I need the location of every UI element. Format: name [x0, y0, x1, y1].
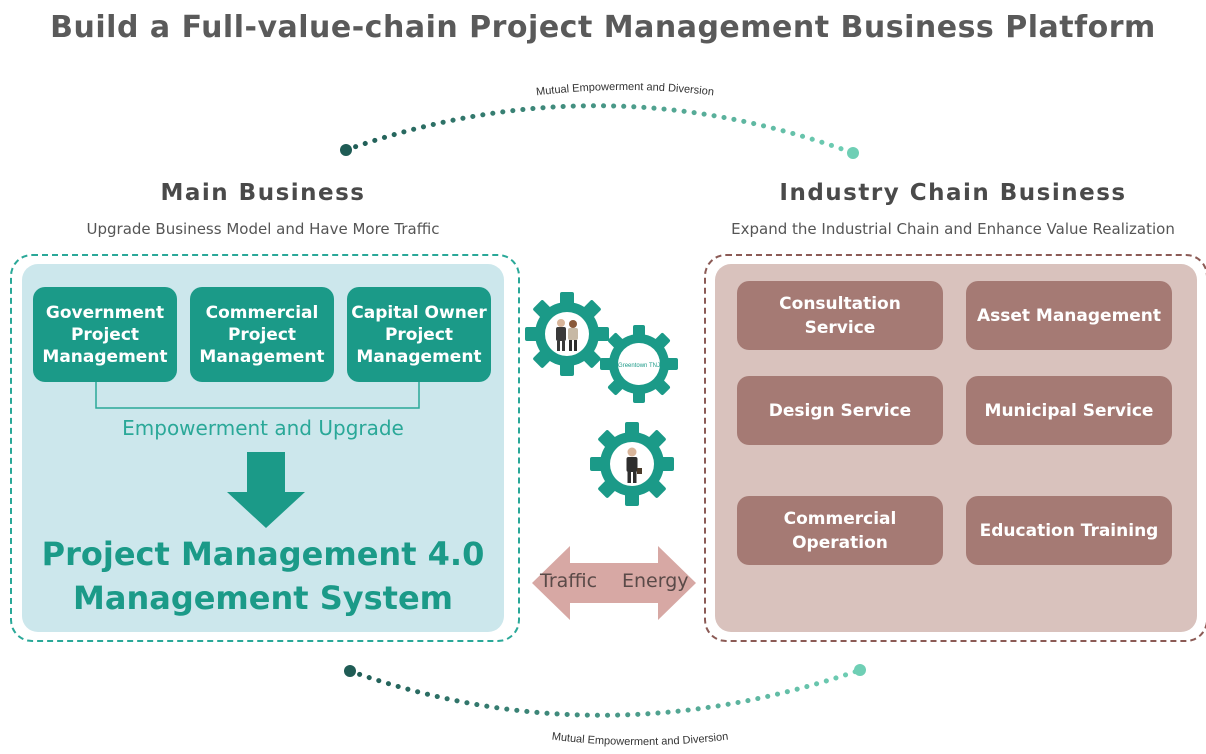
- bottom-arc-label: Mutual Empowerment and Diversion: [551, 731, 729, 748]
- industry-chain-subtitle: Expand the Industrial Chain and Enhance …: [731, 220, 1175, 238]
- education-training-box: Education Training: [966, 496, 1172, 565]
- municipal-service-box: Municipal Service: [966, 376, 1172, 445]
- top-arc-path: [343, 103, 856, 156]
- traffic-label: Traffic: [540, 570, 598, 592]
- bottom-arc-path: [347, 667, 863, 718]
- gear-with-businessman-icon: [590, 422, 674, 506]
- industry-chain-title: Industry Chain Business: [779, 180, 1127, 206]
- industry-chain-outline: [704, 254, 1206, 642]
- bottom-arc-start-dot: [344, 665, 356, 677]
- top-arc-start-dot: [340, 144, 352, 156]
- box-bracket: [95, 382, 420, 409]
- bottom-arc-end-dot: [854, 664, 866, 676]
- energy-label: Energy: [622, 570, 689, 592]
- page-title: Build a Full-value-chain Project Managem…: [50, 10, 1156, 45]
- main-business-outline: [10, 254, 520, 642]
- project-management-result: Project Management 4.0 Management System: [41, 535, 485, 617]
- main-business-subtitle: Upgrade Business Model and Have More Tra…: [86, 220, 440, 238]
- government-project-management-box: Government Project Management: [33, 287, 177, 382]
- capital-owner-project-management-box: Capital Owner Project Management: [347, 287, 491, 382]
- top-arc-end-dot: [847, 147, 859, 159]
- empowerment-upgrade-label: Empowerment and Upgrade: [122, 416, 404, 440]
- gear-logo-text: Greentown TNJ: [618, 363, 660, 369]
- asset-management-box: Asset Management: [966, 281, 1172, 350]
- gear-with-people-icon: [525, 292, 609, 376]
- businessman-figure: [626, 447, 642, 483]
- main-business-title: Main Business: [160, 180, 366, 206]
- commercial-project-management-box: Commercial Project Management: [190, 287, 334, 382]
- gear-with-logo-icon: Greentown TNJ: [600, 325, 678, 403]
- people-figures: [556, 319, 578, 351]
- design-service-box: Design Service: [737, 376, 943, 445]
- double-arrow-icon: [532, 546, 696, 620]
- down-arrow-icon: [227, 452, 305, 528]
- top-arc-label: Mutual Empowerment and Diversion: [535, 81, 714, 98]
